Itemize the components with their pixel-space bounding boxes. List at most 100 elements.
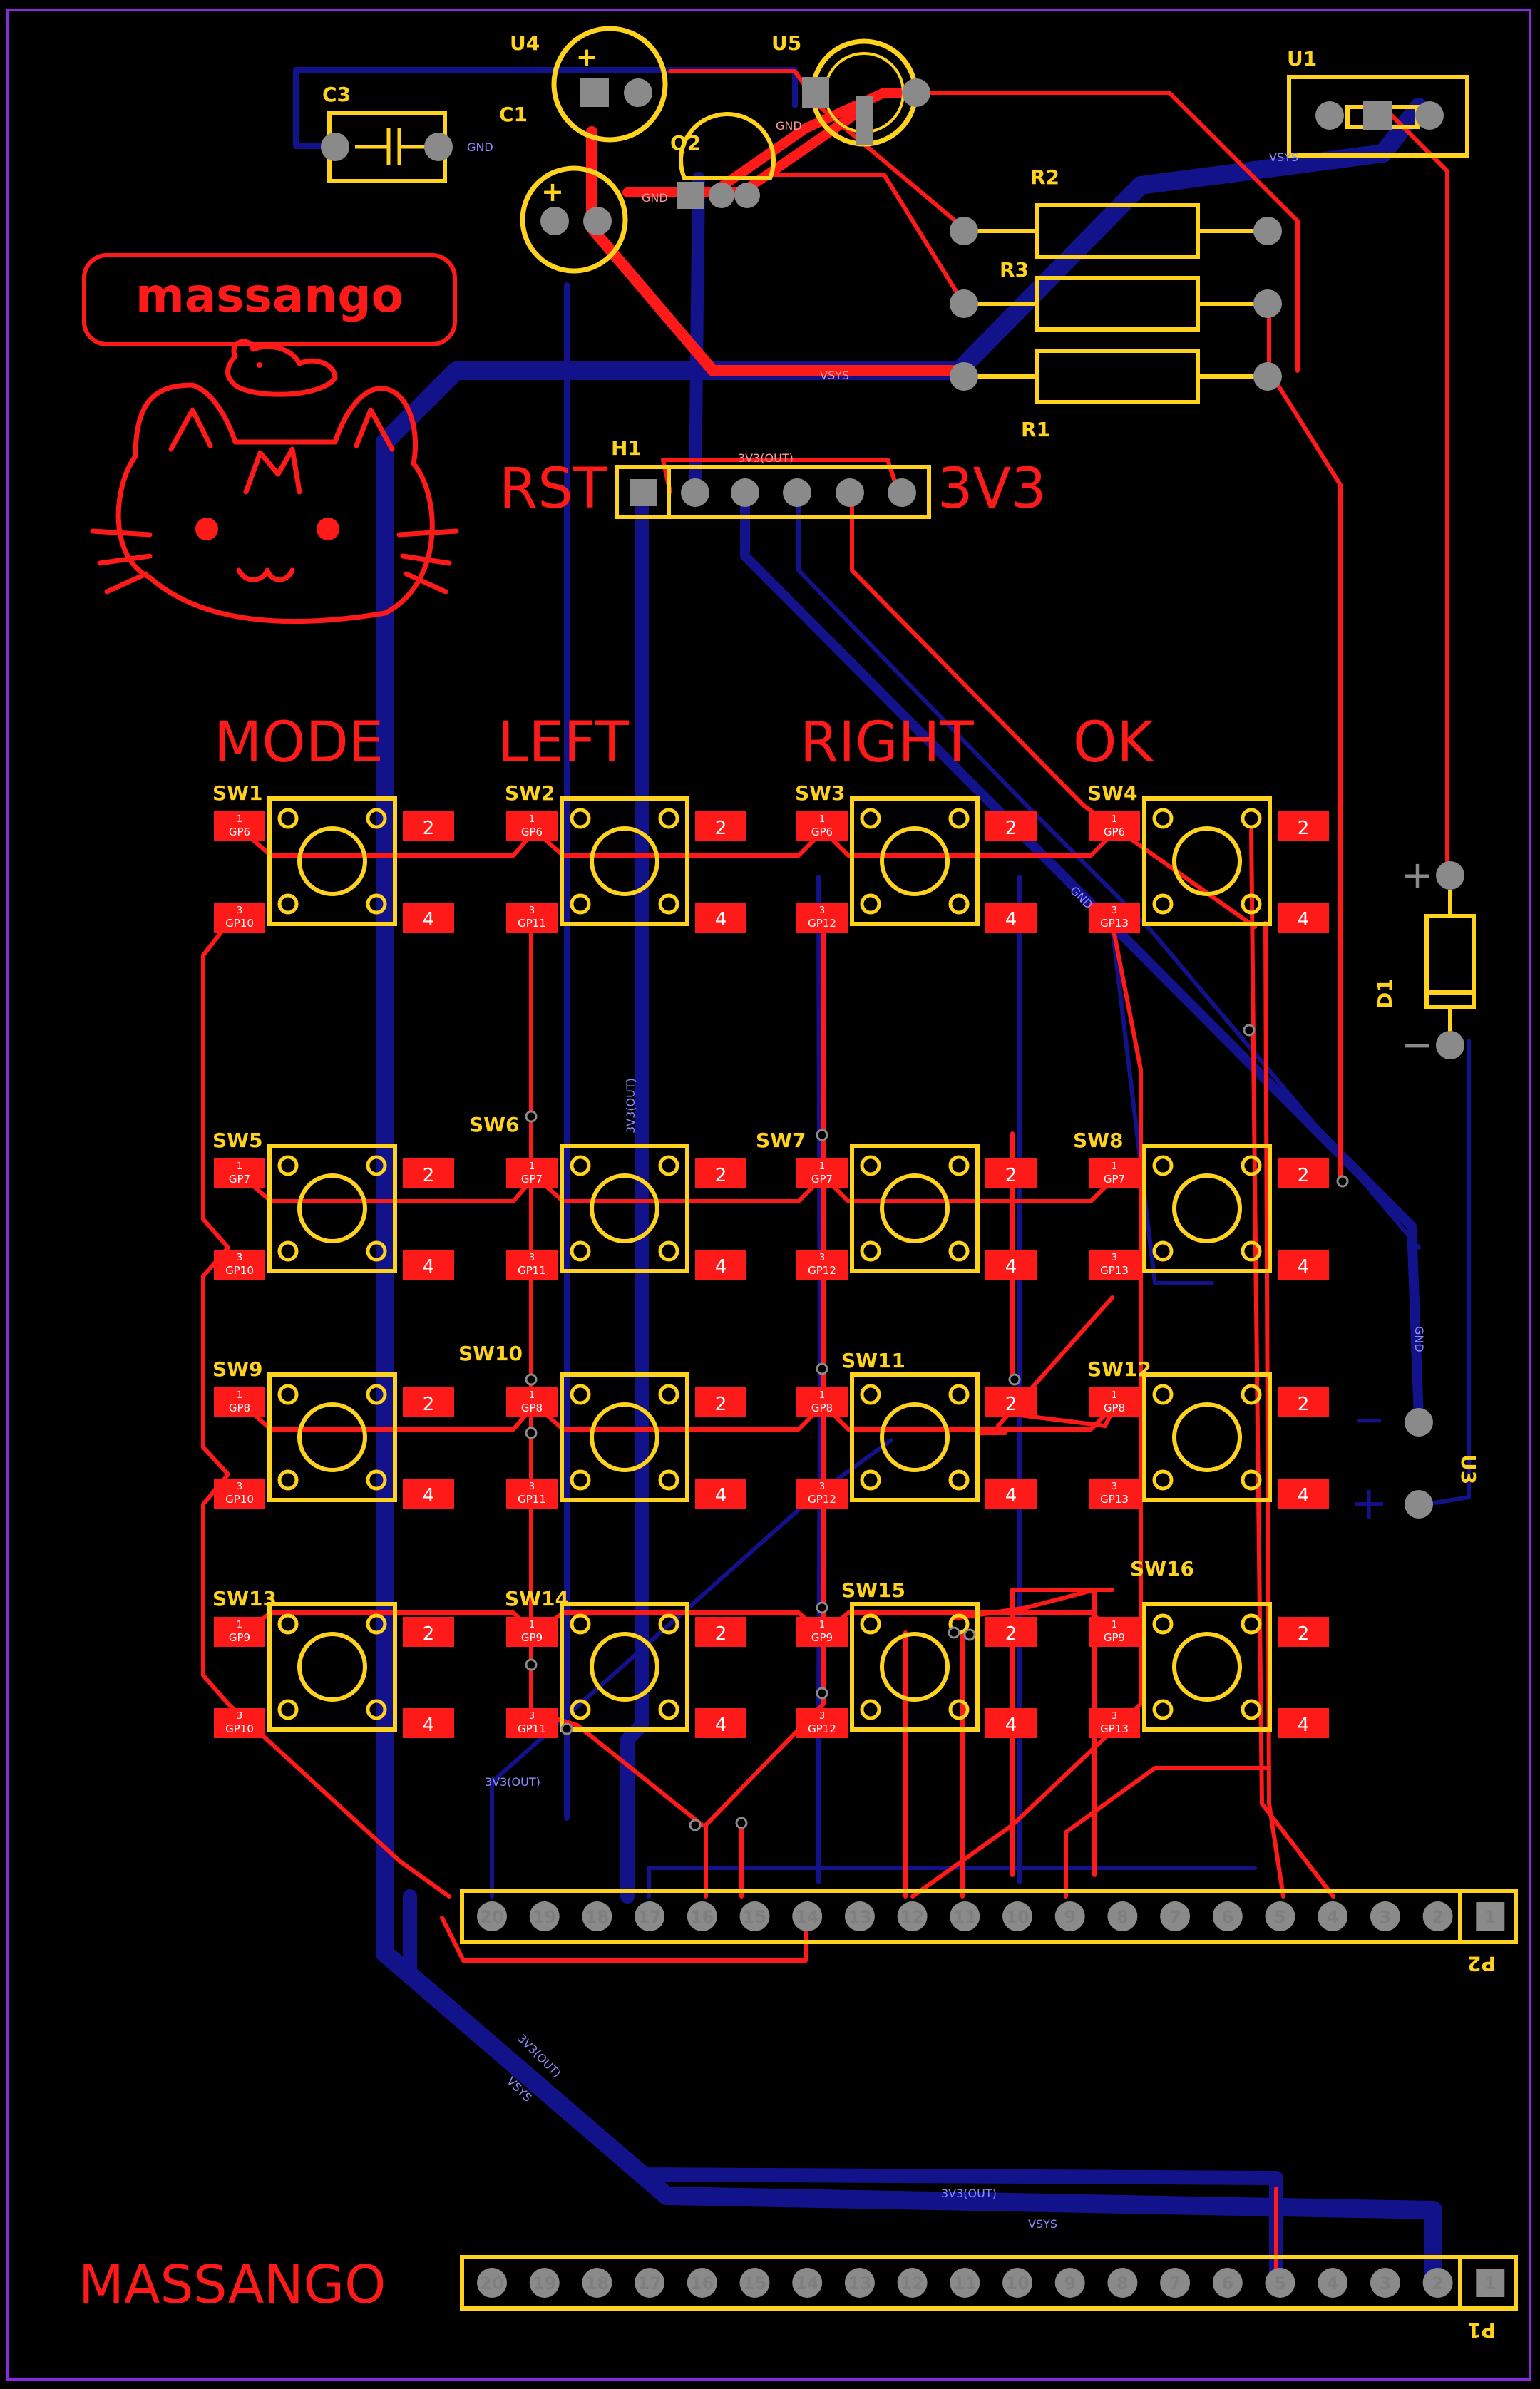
pad-3 (796, 1250, 848, 1280)
pad-2-number: 2 (423, 1394, 435, 1415)
switch-actuator (1172, 1402, 1242, 1472)
switch-pin-4 (948, 1469, 970, 1491)
pad-2-number: 2 (715, 1623, 727, 1645)
header-pin: 1 (1476, 2269, 1505, 2297)
d1-plus: + (1401, 853, 1433, 898)
switch-pin-4 (366, 893, 387, 915)
svg-text:+: + (541, 176, 564, 207)
logo-title: massango (135, 268, 404, 323)
pad-3-number: 3 (529, 1253, 535, 1263)
switch-pin-4 (1241, 1699, 1262, 1720)
pad-2-number: 2 (1298, 818, 1310, 839)
switch-pin-1 (277, 1613, 299, 1635)
pad-1-net: GP9 (1104, 1631, 1125, 1644)
pad-3-net: GP13 (1100, 1264, 1129, 1277)
pad-4 (403, 903, 454, 933)
header-pin: 12 (897, 2268, 928, 2298)
pad-3-number: 3 (529, 1711, 535, 1722)
pad-2 (403, 811, 454, 841)
pad-4-number: 4 (1298, 1256, 1310, 1278)
pad-1-net: GP9 (229, 1631, 250, 1644)
switch-pin-2 (1241, 1384, 1262, 1405)
pin-number: 14 (795, 1907, 818, 1927)
pin-number: 10 (1005, 1907, 1029, 1927)
header-pin: 17 (635, 1901, 665, 1931)
header-pin: 14 (792, 1901, 823, 1931)
pad-3-number: 3 (819, 1711, 825, 1722)
r1-ref: R1 (1021, 418, 1050, 441)
pad-3-number: 3 (1112, 1481, 1117, 1492)
switch-matrix: 1GP63GP1024SW11GP63GP1124SW21GP63GP1224S… (212, 781, 1329, 1738)
d1-ref: D1 (1373, 978, 1397, 1009)
net-label-3v3-2: 3V3(OUT) (624, 1078, 637, 1134)
pad-2 (403, 1617, 454, 1647)
pad-3 (796, 903, 848, 933)
pad-1-net: GP6 (811, 826, 833, 838)
switch-pin-1 (277, 1384, 299, 1405)
pad-3-net: GP12 (808, 1264, 836, 1277)
pad-2 (1278, 811, 1329, 841)
switch-pin-2 (1241, 1613, 1262, 1635)
switch-pin-3 (860, 1699, 881, 1720)
switch-actuator (297, 1402, 367, 1472)
pin-number: 4 (1327, 2274, 1339, 2293)
pad-3 (214, 1479, 265, 1509)
pin-number: 10 (1005, 2274, 1029, 2293)
header-pin: 19 (529, 1901, 560, 1931)
pad-3-number: 3 (1112, 1253, 1117, 1263)
pin-pad (844, 2268, 875, 2298)
switch-pin-2 (366, 1155, 387, 1176)
pad-3-net: GP13 (1100, 1493, 1129, 1506)
p1-ref: P1 (1467, 2318, 1496, 2342)
pad-2-number: 2 (1005, 1394, 1017, 1415)
pad-1-net: GP6 (521, 826, 543, 838)
pad-2-number: 2 (423, 1623, 435, 1645)
pin-pad (1107, 2268, 1138, 2298)
pad-4 (985, 1479, 1037, 1509)
pin-pad (477, 1901, 507, 1931)
header-pin: 4 (1318, 2268, 1348, 2298)
component-q2: Q2 (670, 112, 776, 209)
u3-plus: + (1350, 1477, 1388, 1530)
switch-actuator (880, 826, 950, 896)
pad-3-net: GP11 (518, 1493, 546, 1506)
pin-pad (1002, 1901, 1032, 1931)
pin-number: 6 (1221, 1907, 1233, 1927)
switch-ref-label: SW1 (212, 781, 263, 805)
header-pin: 2 (1422, 2268, 1453, 2298)
pin-pad (1107, 1901, 1138, 1931)
u5-ref: U5 (771, 31, 801, 55)
pin-number: 1 (1484, 1907, 1497, 1927)
pad-3-net: GP13 (1100, 1722, 1129, 1735)
pin-number: 14 (795, 2274, 818, 2293)
svg-text:+: + (576, 43, 597, 72)
switch-body (267, 796, 397, 926)
switch-body (267, 1372, 397, 1502)
net-label-gnd-3: GND (642, 191, 668, 205)
pin-number: 3 (1380, 1907, 1392, 1927)
pad-3-number: 3 (529, 905, 535, 916)
pin-pad-square (1476, 2269, 1505, 2297)
cat-left-eye (195, 518, 218, 540)
h1-ref: H1 (611, 436, 642, 460)
pin-number: 6 (1221, 2274, 1233, 2293)
switch-pin-2 (1241, 1155, 1262, 1176)
u3-minus: − (1352, 1397, 1385, 1442)
pin-number: 19 (533, 2274, 556, 2293)
pin-pad (1212, 2268, 1243, 2298)
switch-actuator (297, 1632, 367, 1702)
pad-2 (1278, 1387, 1329, 1417)
pad-1 (506, 1387, 558, 1417)
switch-pin-3 (1152, 1240, 1174, 1262)
switch-pin-3 (1152, 1699, 1174, 1720)
pad-2-number: 2 (1005, 1623, 1017, 1645)
pad-1-number: 1 (529, 1390, 535, 1401)
switch-pin-2 (1241, 808, 1262, 829)
switch-pin-2 (658, 808, 679, 829)
pin-number: 11 (953, 2274, 977, 2293)
pad-1 (506, 1617, 558, 1647)
